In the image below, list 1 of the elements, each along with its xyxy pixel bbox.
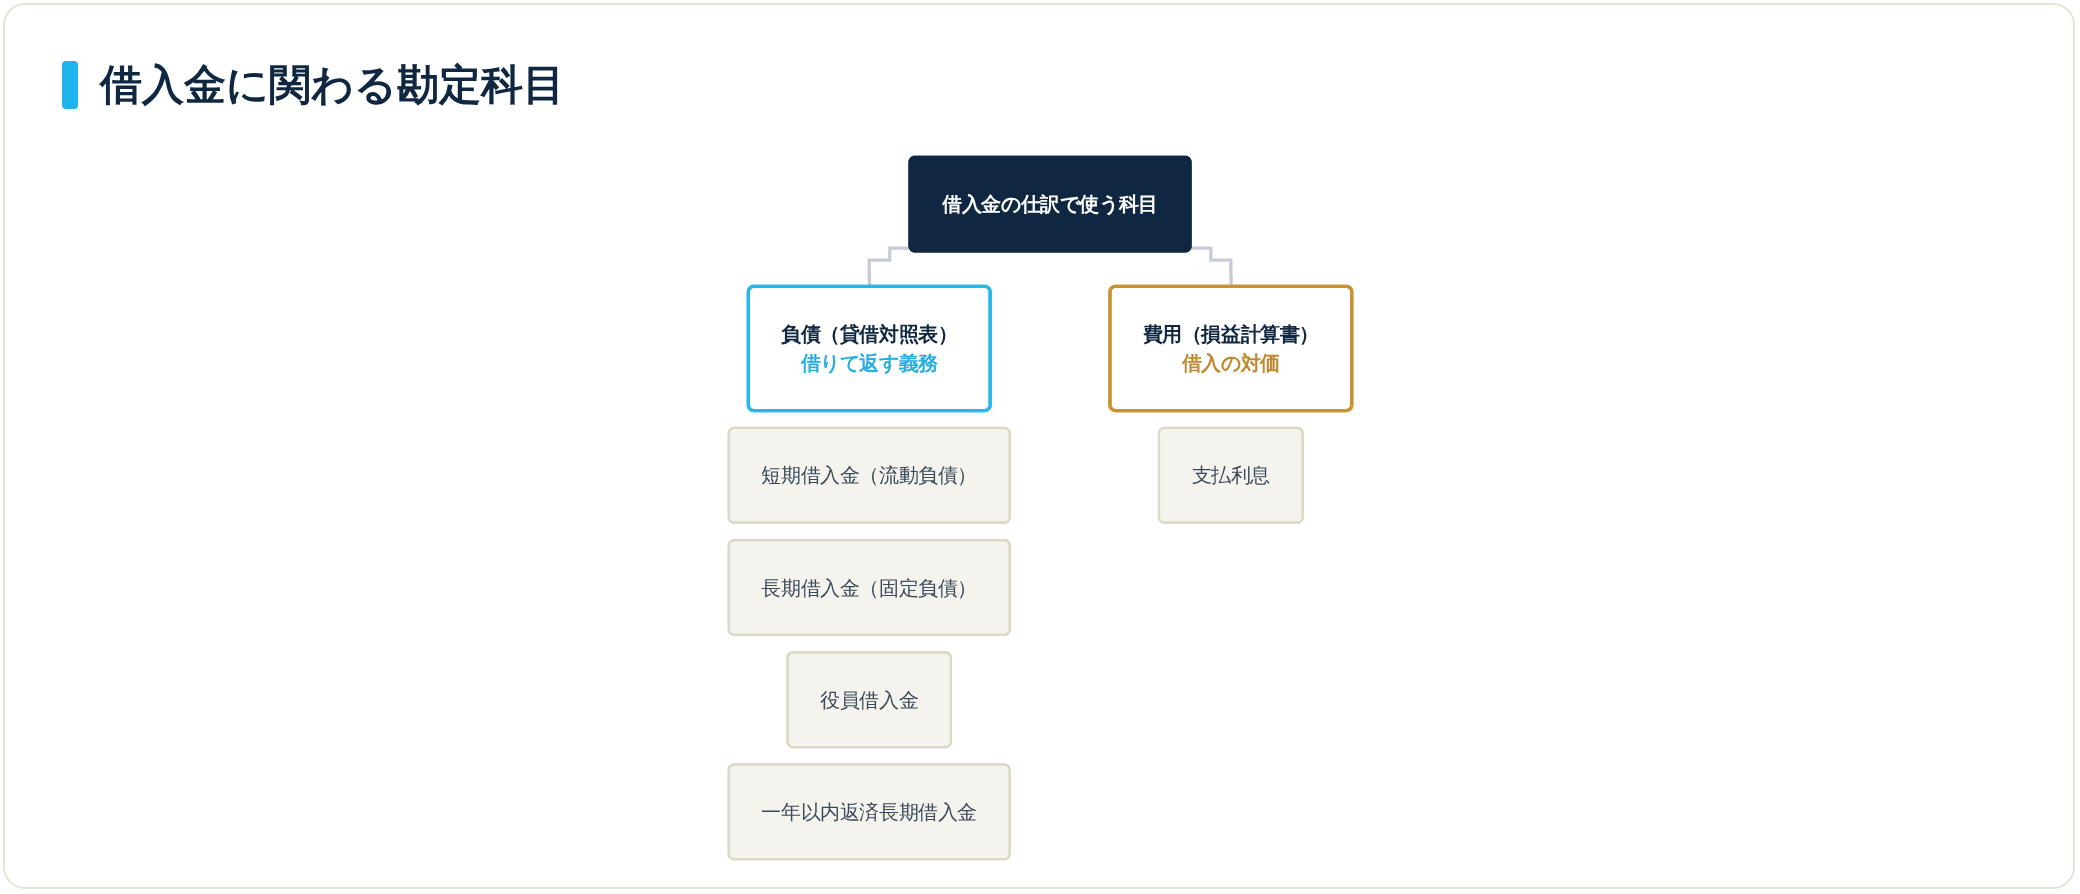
diagram-title: 借入金に関わる勘定科目: [100, 60, 565, 111]
